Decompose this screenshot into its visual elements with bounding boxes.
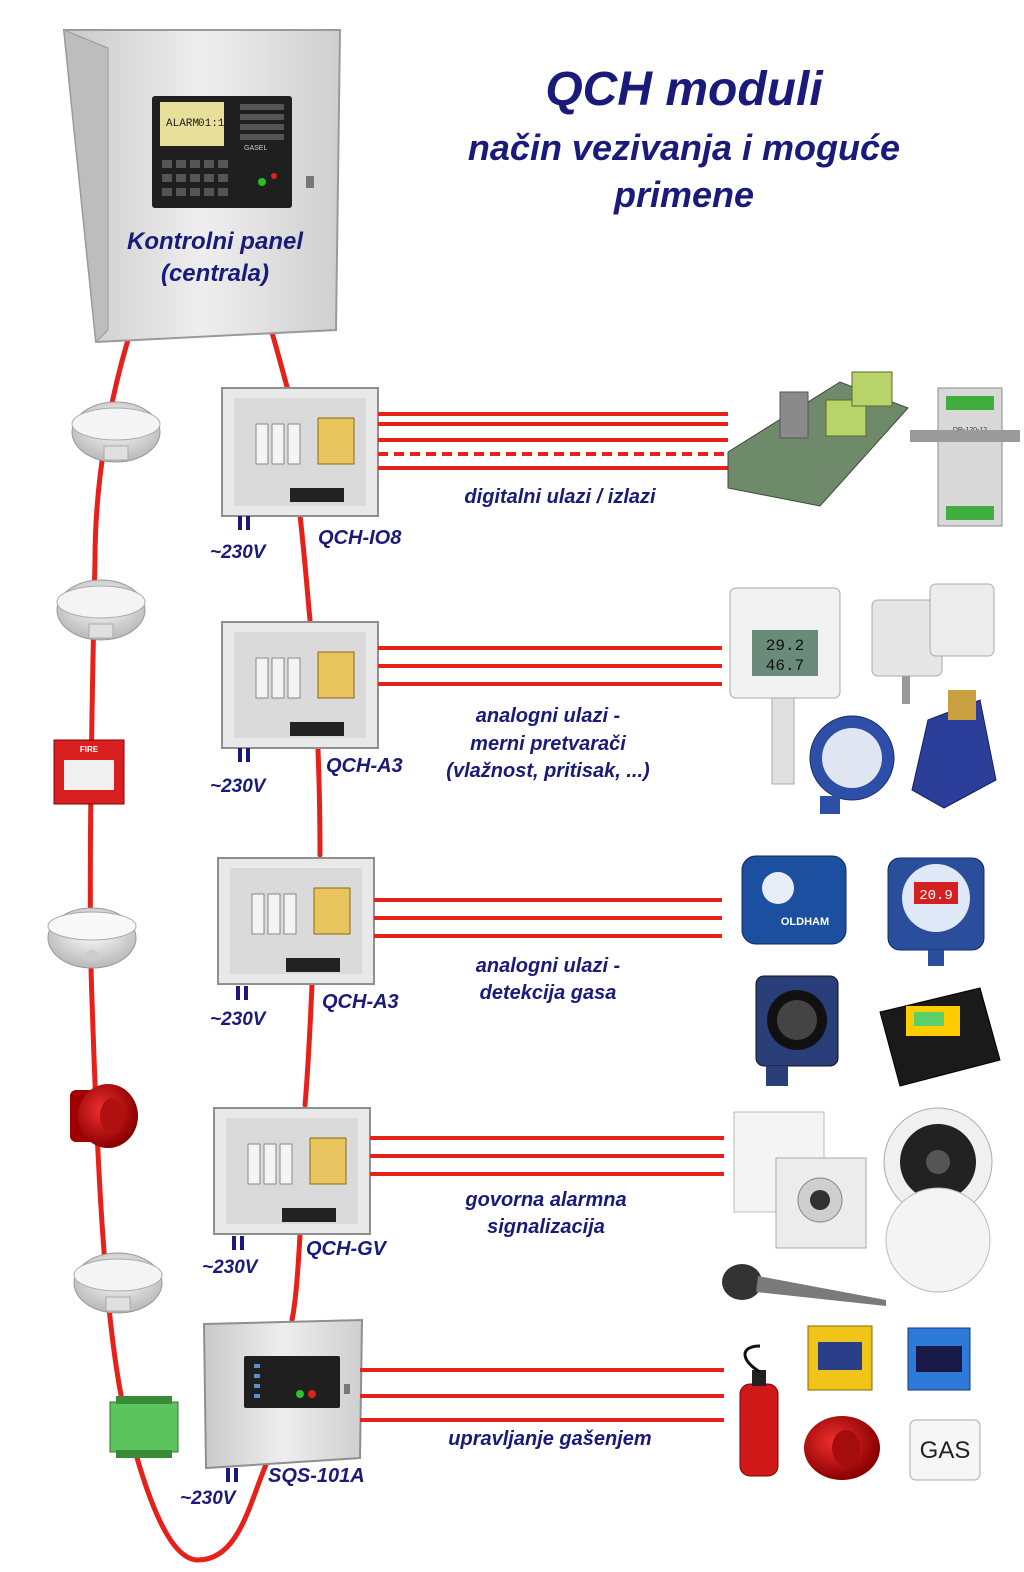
module-qch-a3-2: ~230V QCH-A3 analogni ulazi - detekcija … bbox=[210, 857, 722, 1030]
module-qch-gv: ~230V QCH-GV govorna alarmna signalizaci… bbox=[202, 1107, 724, 1278]
bus-lines bbox=[374, 898, 722, 938]
module-desc-line: detekcija gasa bbox=[480, 982, 617, 1004]
yellow-call-point-icon bbox=[807, 1325, 873, 1391]
smoke-detector-icon bbox=[71, 401, 161, 463]
module-qch-a3-1: ~230V QCH-A3 analogni ulazi - merni pret… bbox=[210, 621, 722, 797]
title-block: QCH moduli način vezivanja i moguće prim… bbox=[468, 63, 900, 215]
panel-display-time: 01:12 bbox=[198, 118, 231, 130]
fire-extinguisher-icon bbox=[739, 1344, 779, 1477]
control-panel-label-1: Kontrolni panel bbox=[127, 228, 304, 255]
control-panel-display bbox=[160, 102, 224, 146]
gas-sign-icon: GAS bbox=[909, 1419, 981, 1481]
manual-call-point-icon: FIRE bbox=[53, 739, 125, 805]
bus-lines bbox=[378, 412, 728, 470]
gas-display-value: 20.9 bbox=[919, 888, 953, 904]
smoke-detector-icon bbox=[56, 579, 146, 641]
sensor-housing-icon bbox=[871, 583, 995, 704]
panel-keypad bbox=[162, 104, 284, 196]
module-desc-line: signalizacija bbox=[487, 1216, 605, 1238]
control-panel-label-2: (centrala) bbox=[161, 260, 269, 287]
meter-value-1: 29.2 bbox=[766, 637, 804, 655]
meter-value-2: 46.7 bbox=[766, 657, 804, 675]
gas-control-unit-icon bbox=[879, 987, 1001, 1087]
title-line-1: QCH moduli bbox=[545, 63, 824, 116]
module-power-label: ~230V bbox=[210, 776, 267, 797]
ceiling-speaker-icon bbox=[733, 1111, 867, 1249]
bus-lines bbox=[370, 1136, 724, 1176]
bus-lines bbox=[378, 646, 722, 686]
module-id-label: QCH-IO8 bbox=[318, 527, 402, 549]
round-speaker-icon bbox=[883, 1107, 993, 1293]
microphone-icon bbox=[722, 1264, 886, 1306]
module-desc-line: upravljanje gašenjem bbox=[448, 1428, 651, 1450]
module-sqs-101a: ~230V SQS-101A upravljanje gašenjem bbox=[180, 1318, 724, 1509]
module-id-label: QCH-A3 bbox=[322, 991, 399, 1013]
module-desc-line: govorna alarmna bbox=[464, 1189, 626, 1211]
gas-sign-label: GAS bbox=[920, 1437, 971, 1464]
module-power-label: ~230V bbox=[202, 1257, 259, 1278]
smoke-detector-icon bbox=[47, 907, 137, 969]
panel-display-alarm: ALARM bbox=[166, 118, 199, 130]
panel-brand: GASEL bbox=[244, 145, 267, 152]
power-supply-icon: DR-120-12 bbox=[910, 387, 1020, 527]
loop-wire-right bbox=[262, 307, 323, 1323]
siren-icon bbox=[70, 1084, 138, 1148]
module-desc-line: analogni ulazi - bbox=[476, 705, 621, 727]
flameproof-detector-icon bbox=[755, 975, 839, 1086]
gas-probe-icon bbox=[911, 690, 997, 809]
module-qch-io8: ~230V QCH-IO8 digitalni ulazi / izlazi bbox=[210, 387, 728, 563]
relay-module-icon bbox=[109, 1396, 179, 1458]
gas-transmitter-icon: 20.9 bbox=[887, 857, 985, 966]
module-power-label: ~230V bbox=[210, 542, 267, 563]
module-power-label: ~230V bbox=[180, 1488, 237, 1509]
fire-label: FIRE bbox=[80, 745, 99, 754]
module-id-label: QCH-A3 bbox=[326, 755, 403, 777]
oldham-label: OLDHAM bbox=[781, 916, 829, 928]
control-panel: ALARM 01:12 GASEL Kontrolni panel (centr… bbox=[62, 29, 342, 344]
module-desc-line: analogni ulazi - bbox=[476, 955, 621, 977]
module-desc-line: merni pretvarači bbox=[470, 733, 626, 755]
module-power-label: ~230V bbox=[210, 1009, 267, 1030]
module-desc-line: (vlažnost, pritisak, ...) bbox=[446, 760, 650, 782]
pressure-transmitter-icon bbox=[809, 715, 895, 814]
terminal-board-icon bbox=[727, 371, 909, 507]
module-id-label: SQS-101A bbox=[268, 1465, 365, 1487]
title-line-3: primene bbox=[613, 174, 754, 215]
title-line-2: način vezivanja i moguće bbox=[468, 127, 900, 168]
blue-call-point-icon bbox=[907, 1327, 971, 1391]
bus-lines bbox=[360, 1368, 724, 1422]
panel-lock bbox=[306, 176, 314, 188]
module-desc-line: digitalni ulazi / izlazi bbox=[464, 486, 656, 508]
module-id-label: QCH-GV bbox=[306, 1238, 388, 1260]
gas-detector-icon: OLDHAM bbox=[741, 855, 847, 945]
siren-icon bbox=[804, 1416, 880, 1480]
smoke-detector-icon bbox=[73, 1252, 163, 1314]
humidity-meter-icon: 29.2 46.7 bbox=[729, 587, 841, 785]
control-panel-side bbox=[63, 29, 109, 344]
